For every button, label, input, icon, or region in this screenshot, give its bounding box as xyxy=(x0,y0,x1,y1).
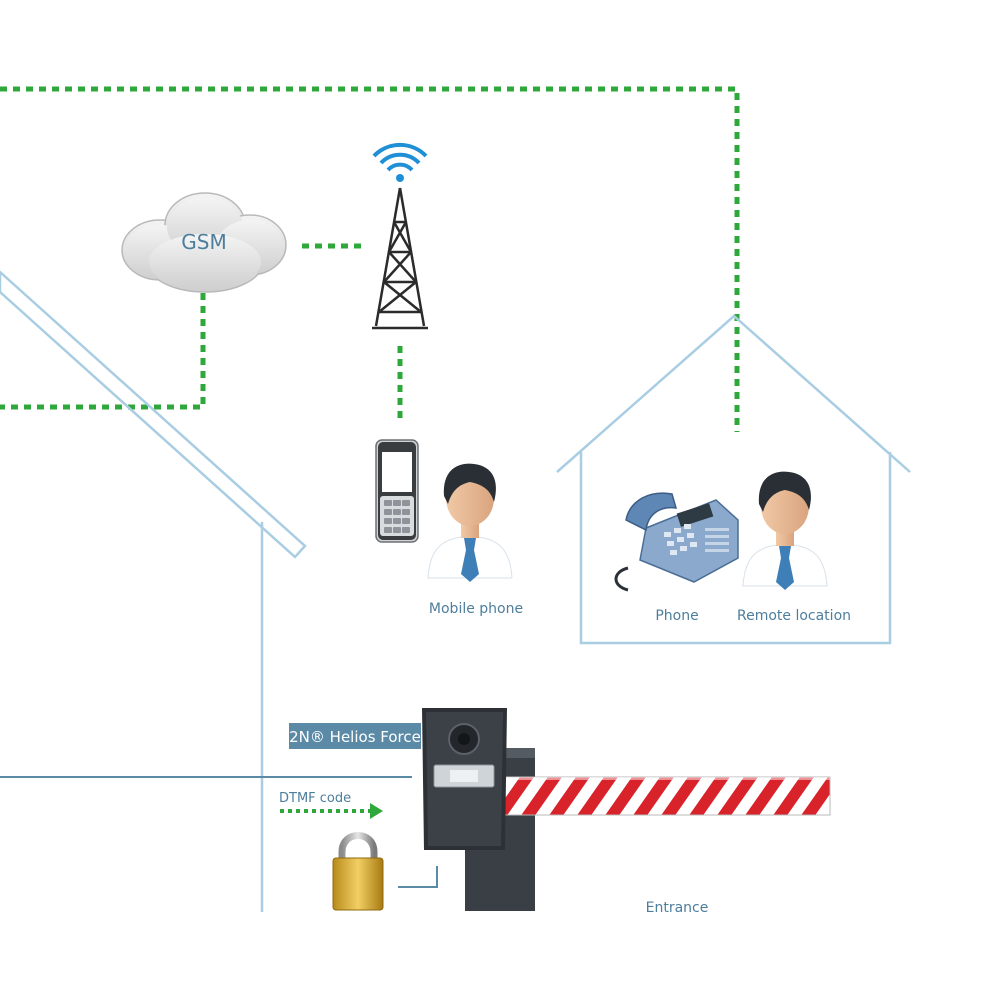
main-house-roof xyxy=(0,270,307,559)
padlock-icon xyxy=(332,832,384,911)
connection-gsm-to-house xyxy=(0,293,206,410)
wifi-waves xyxy=(372,142,428,172)
remote-location-label: Remote location xyxy=(737,608,851,624)
lock-connector xyxy=(398,866,438,888)
dtmf-arrow xyxy=(280,803,383,819)
entrance-label: Entrance xyxy=(646,900,709,916)
phone-label: Phone xyxy=(655,608,698,624)
barrier-gate-icon xyxy=(465,748,831,911)
connection-top-to-remote xyxy=(0,86,740,432)
main-house xyxy=(0,270,307,912)
connection-lines xyxy=(0,86,740,432)
mobile-phone-label: Mobile phone xyxy=(429,601,523,617)
person-icon xyxy=(427,463,513,582)
desk-phone-icon xyxy=(614,492,739,592)
mobile-phone-icon xyxy=(375,439,419,543)
device-label-box xyxy=(289,723,421,749)
gsm-label: GSM xyxy=(181,230,226,254)
device-label: 2N® Helios Force xyxy=(289,728,421,746)
remote-house-roof xyxy=(556,314,911,473)
person-icon xyxy=(742,471,828,590)
remote-house-walls xyxy=(579,452,892,645)
remote-house xyxy=(556,314,911,645)
intercom-icon xyxy=(422,708,507,850)
radio-tower-icon xyxy=(372,142,428,330)
dtmf-label: DTMF code xyxy=(279,791,351,806)
cloud-icon: GSM xyxy=(121,192,287,293)
barrier-arm xyxy=(501,776,831,816)
